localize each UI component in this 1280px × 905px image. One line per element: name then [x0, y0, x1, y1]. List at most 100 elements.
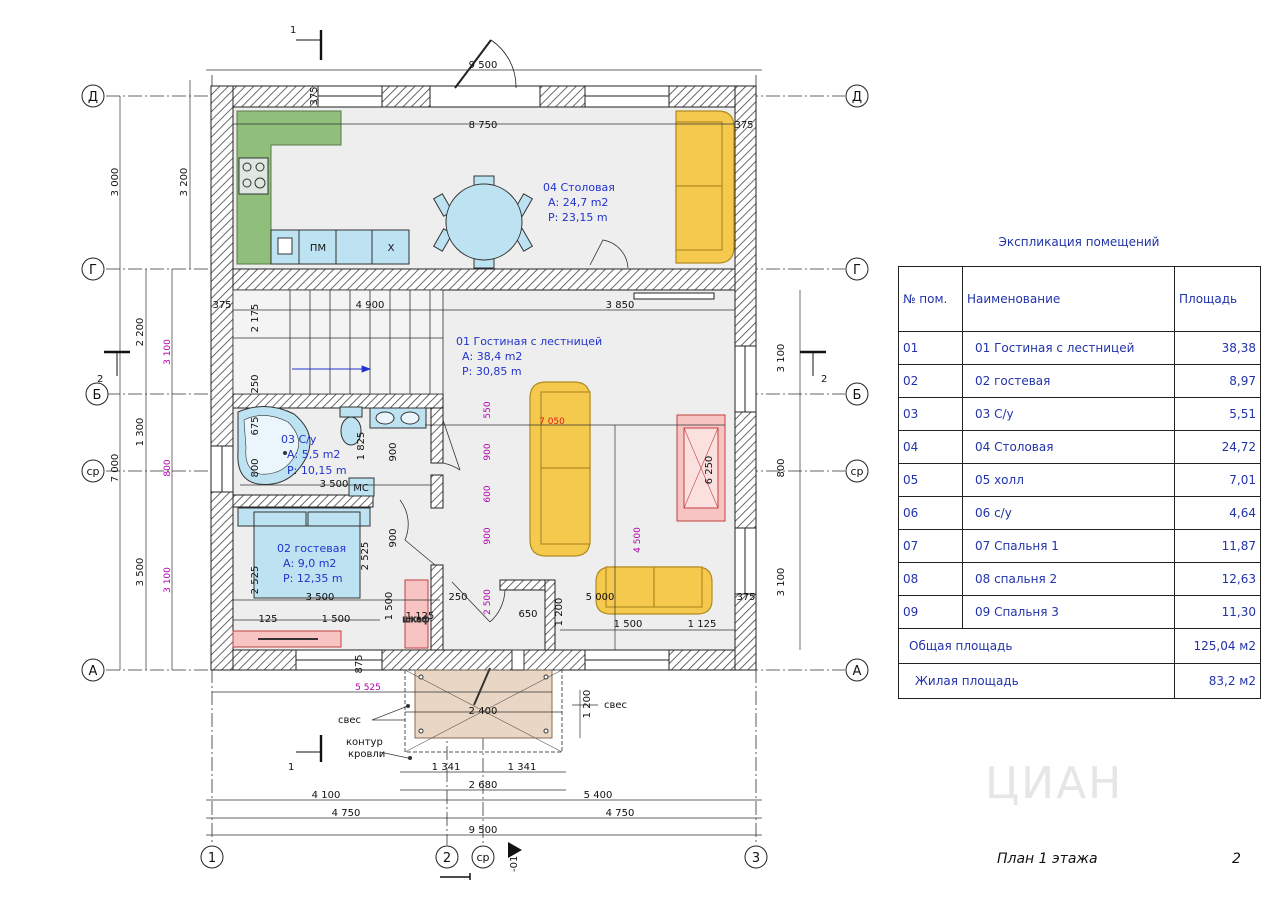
axis-bubble-g-left: Г — [81, 257, 105, 281]
room-labels: 04 Столовая А: 24,7 m2 P: 23,15 m 01 Гос… — [277, 181, 615, 585]
svg-text:2 525: 2 525 — [360, 542, 371, 571]
svg-text:ср: ср — [86, 465, 99, 478]
view-mark-label: -01 — [509, 856, 520, 872]
svg-text:3 000: 3 000 — [110, 168, 121, 197]
row-number: 01 — [898, 331, 963, 365]
row-area: 12,63 — [1174, 562, 1261, 596]
dining-room-name: 04 Столовая — [543, 181, 615, 194]
living-area-row: Жилая площадь 83,2 м2 — [898, 663, 1261, 699]
leader-labels: свес свес контур кровли — [338, 700, 627, 760]
svg-text:ср: ср — [476, 851, 489, 864]
svg-text:4 500: 4 500 — [633, 527, 643, 553]
dining-table — [432, 175, 534, 269]
table-header-row: № пом. Наименование Площадь — [898, 266, 1261, 332]
svg-text:900: 900 — [483, 443, 493, 460]
kitchen-counter: ПМ Х — [236, 110, 410, 265]
svg-text:675: 675 — [250, 416, 261, 435]
svg-text:Б: Б — [93, 388, 102, 403]
svg-text:3 100: 3 100 — [776, 568, 787, 597]
bath-room-name: 03 С/у — [281, 433, 317, 446]
guest-room-name: 02 гостевая — [277, 542, 346, 555]
svg-text:2 680: 2 680 — [469, 780, 498, 791]
staircase — [232, 289, 444, 395]
row-area: 11,30 — [1174, 595, 1261, 629]
svg-text:5 400: 5 400 — [584, 790, 613, 801]
svg-text:2: 2 — [443, 851, 451, 866]
row-area: 4,64 — [1174, 496, 1261, 530]
total-area-label: Общая площадь — [898, 628, 1175, 664]
svg-text:375: 375 — [212, 300, 231, 311]
row-number: 03 — [898, 397, 963, 431]
svg-text:1 341: 1 341 — [432, 762, 461, 773]
svg-text:Г: Г — [89, 263, 97, 278]
svg-text:3 200: 3 200 — [179, 168, 190, 197]
washing-machine-label: МС — [353, 483, 369, 494]
row-name: 09 Спальня 3 — [962, 595, 1175, 629]
living-room-area: А: 38,4 m2 — [462, 350, 522, 363]
svg-text:3 500: 3 500 — [320, 479, 349, 490]
svg-text:4 750: 4 750 — [332, 808, 361, 819]
section-1-top-label: 1 — [290, 25, 296, 36]
living-area-label: Жилая площадь — [898, 663, 1175, 699]
svg-text:900: 900 — [388, 528, 399, 547]
svg-text:600: 600 — [483, 485, 493, 502]
interior-doors — [399, 419, 506, 623]
svg-text:1 200: 1 200 — [554, 598, 565, 627]
svg-text:9 500: 9 500 — [469, 825, 498, 836]
top-door — [429, 39, 541, 108]
svg-text:250: 250 — [250, 374, 261, 393]
bath-room-area: А: 5,5 m2 — [287, 448, 340, 461]
svg-text:375: 375 — [734, 120, 753, 131]
svg-text:3 500: 3 500 — [306, 592, 335, 603]
row-name: 07 Спальня 1 — [962, 529, 1175, 563]
explication-title: Экспликация помещений — [998, 235, 1160, 249]
guest-room-area: А: 9,0 m2 — [283, 557, 336, 570]
row-name: 04 Столовая — [962, 430, 1175, 464]
svg-text:Б: Б — [853, 388, 862, 403]
living-room-name: 01 Гостиная с лестницей — [456, 335, 602, 348]
svg-text:875: 875 — [354, 654, 365, 673]
dining-room-perimeter: P: 23,15 m — [548, 211, 608, 224]
section-markers — [104, 30, 826, 880]
row-number: 02 — [898, 364, 963, 398]
svg-text:1: 1 — [208, 851, 216, 866]
dining-room-area: А: 24,7 m2 — [548, 196, 608, 209]
svg-text:4 750: 4 750 — [606, 808, 635, 819]
svg-text:Д: Д — [852, 90, 862, 105]
view-arrow-icon — [508, 842, 522, 858]
row-number: 07 — [898, 529, 963, 563]
svg-text:800: 800 — [250, 458, 261, 477]
svg-text:1 341: 1 341 — [508, 762, 537, 773]
total-area-row: Общая площадь 125,04 м2 — [898, 628, 1261, 664]
axis-bubble-d-left: Д — [81, 84, 105, 108]
eaves-left-label: свес — [338, 715, 361, 726]
svg-text:6 250: 6 250 — [704, 456, 715, 485]
axis-bubble-d-right: Д — [845, 84, 869, 108]
axis-bubble-sr-left: ср — [81, 459, 105, 483]
section-1-bottom-label: 1 — [288, 762, 294, 773]
bath-room-perimeter: P: 10,15 m — [287, 464, 347, 477]
svg-text:125: 125 — [258, 614, 277, 625]
svg-text:1 500: 1 500 — [384, 592, 395, 621]
header-number: № пом. — [898, 266, 963, 332]
watermark-logo: ЦИАН — [985, 758, 1124, 809]
row-number: 09 — [898, 595, 963, 629]
row-area: 38,38 — [1174, 331, 1261, 365]
roof-outline-label-2: кровли — [348, 749, 385, 760]
total-area-value: 125,04 м2 — [1174, 628, 1261, 664]
svg-text:4 900: 4 900 — [356, 300, 385, 311]
svg-text:2 525: 2 525 — [250, 566, 261, 595]
svg-text:375: 375 — [736, 592, 755, 603]
svg-text:8 750: 8 750 — [469, 120, 498, 131]
living-area-value: 83,2 м2 — [1174, 663, 1261, 699]
svg-text:5 000: 5 000 — [586, 592, 615, 603]
axis-bubble-sr-right: ср — [845, 459, 869, 483]
svg-text:3: 3 — [752, 851, 760, 866]
axis-bubble-2: 2 — [435, 845, 459, 869]
